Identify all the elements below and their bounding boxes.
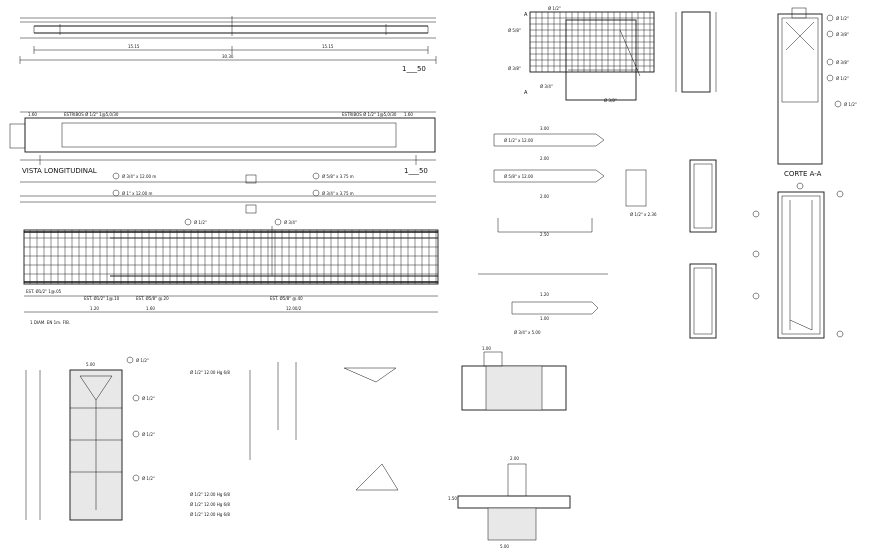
bar-shape-dim-1: 3.00 (540, 126, 549, 131)
column-section-b (752, 182, 844, 339)
rebar-grid-elevation: Ø 1/2" Ø 3/4" EST. Ø1/2" 1@.05 EST. Ø1/2… (23, 218, 439, 325)
grid-bottom-label-3: EST. Ø5/8" @.20 (136, 296, 169, 301)
corte-title: CORTE A-A (784, 170, 822, 178)
section-note-1: Ø 1/2" 12.00 Hg 6/8 (190, 370, 230, 375)
column-section-a: Ø 1/2" Ø 3/8" Ø 3/8" Ø 1/2" Ø 1/2" CORTE… (777, 7, 857, 178)
section-mark-a-bottom: A (524, 90, 528, 96)
bar-shape-dim-3: 2.50 (540, 232, 549, 237)
column-label-4: Ø 1/2" (836, 76, 849, 81)
section-label-3: Ø 1/2" (142, 432, 155, 437)
bar-shape-dim-4: 2.00 (540, 194, 549, 199)
grid-bottom-label-1: EST. Ø1/2" 1@.05 (26, 289, 62, 294)
stirrup-bar-label: Ø 1/2" x 2.36 (630, 212, 657, 217)
bottom-small-shapes: 1.00 2.00 5.00 1.50 (343, 346, 571, 549)
grid-bottom-dim-2: 1.60 (146, 306, 155, 311)
grid-bottom-label-2: EST. Ø1/2" 1@.10 (84, 296, 120, 301)
top-center-detail: A A Ø 1/2" Ø 5/8" Ø 3/8" Ø 3/4" Ø 3/8" (508, 6, 717, 103)
shelf-bar-label: Ø 3/4" x 5.00 (514, 330, 541, 335)
section-mark-a-top: A (524, 12, 528, 18)
grid-top-label-1: Ø 1/2" (194, 220, 207, 225)
bar-shape-dim-5: 1.20 (540, 292, 549, 297)
column-label-3: Ø 3/8" (836, 60, 849, 65)
detail-label-2: Ø 5/8" (508, 28, 521, 33)
bar-callout-lines: Ø 3/4" x 12.00 m Ø 5/8" x 3.75 m Ø 1" x … (20, 172, 436, 214)
beam-top-elevation: 15.15 15.15 30.30 1___50 (19, 16, 437, 73)
bar-shape-label-2: Ø 5/8" x 12.00 (504, 174, 534, 179)
grid-bottom-dim-1: 1.20 (90, 306, 99, 311)
section-note-3: Ø 1/2" 12.00 Hg 6/8 (190, 502, 230, 507)
vista-longitudinal-title: VISTA LONGITUDINAL (22, 167, 97, 175)
grid-bottom-note: 1 DIAM. EN 1m. FIB. (30, 320, 70, 325)
grid-bottom-label-4: EST. Ø5/8" @.40 (270, 296, 303, 301)
column-label-5: Ø 1/2" (844, 102, 857, 107)
bar-shape-label-1: Ø 1/2" x 12.00 (504, 138, 534, 143)
section-note-2: Ø 1/2" 12.00 Hg 6/8 (190, 492, 230, 497)
column-label-1: Ø 1/2" (836, 16, 849, 21)
section-dim-5: 1.50 (448, 496, 457, 501)
section-label-2: Ø 1/2" (142, 396, 155, 401)
detail-label-1: Ø 1/2" (548, 6, 561, 11)
section-dim-top: 5.00 (86, 362, 95, 367)
detail-label-3: Ø 3/8" (508, 66, 521, 71)
beam-profile: ESTRIBOS Ø 1/2" 1@5,0/30 ESTRIBOS Ø 1/2"… (9, 111, 436, 175)
beam-dim-1: 15.15 (128, 44, 140, 49)
section-label-1: Ø 1/2" (136, 358, 149, 363)
stirrup-label-left: ESTRIBOS Ø 1/2" 1@5,0/30 (64, 112, 119, 117)
bar-callout-4: Ø 3/4" x 3.75 m (322, 191, 354, 196)
bar-shapes: Ø 1/2" x 12.00 Ø 5/8" x 12.00 3.00 2.00 … (478, 126, 657, 335)
beam-dim-2: 15.15 (322, 44, 334, 49)
section-label-4: Ø 1/2" (142, 476, 155, 481)
profile-dim-right: 1.60 (404, 112, 413, 117)
bar-callout-2: Ø 5/8" x 3.75 m (322, 174, 354, 179)
bar-callout-3: Ø 1" x 12.00 m (122, 191, 152, 196)
section-note-4: Ø 1/2" 12.00 Hg 6/8 (190, 512, 230, 517)
detail-label-4: Ø 3/4" (540, 84, 553, 89)
profile-dim-left: 1.60 (28, 112, 37, 117)
grid-bottom-dim-3: 12.00/2 (286, 306, 302, 311)
column-label-2: Ø 3/8" (836, 32, 849, 37)
section-dim-4: 5.00 (500, 544, 509, 549)
bar-callout-1: Ø 3/4" x 12.00 m (122, 174, 156, 179)
scale-label-top: 1___50 (402, 65, 426, 73)
section-dim-3: 2.00 (510, 456, 519, 461)
bar-shape-dim-6: 1.00 (540, 316, 549, 321)
stirrup-label-right: ESTRIBOS Ø 1/2" 1@5,0/30 (342, 112, 397, 117)
beam-dim-total: 30.30 (222, 54, 234, 59)
scale-label: 1___50 (404, 167, 428, 175)
grid-top-label-2: Ø 3/4" (284, 220, 297, 225)
small-columns (689, 159, 717, 339)
bottom-left-section: Ø 1/2" Ø 1/2" Ø 1/2" Ø 1/2" Ø 1/2" 12.00… (25, 356, 297, 521)
bar-shape-dim-2: 2.00 (540, 156, 549, 161)
section-dim-2: 1.00 (482, 346, 491, 351)
detail-label-5: Ø 3/8" (604, 98, 617, 103)
